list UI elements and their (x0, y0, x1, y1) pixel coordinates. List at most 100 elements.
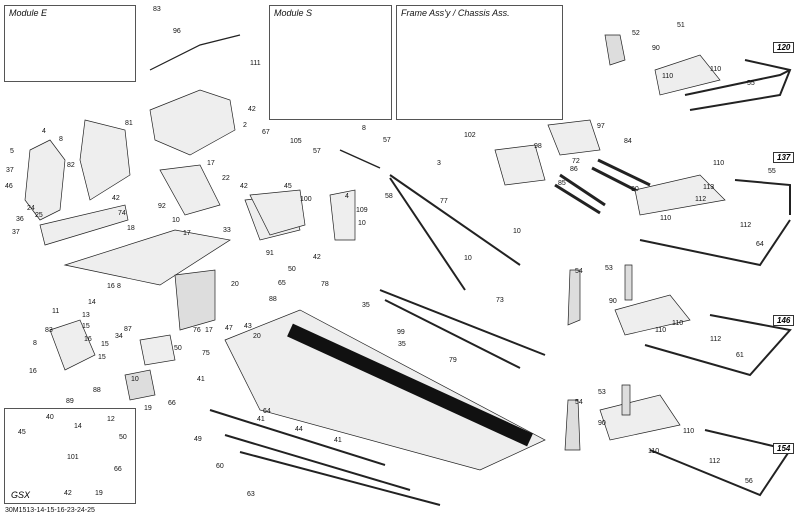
callout: 81 (125, 120, 133, 127)
callout: 42 (248, 106, 256, 113)
callout: 88 (269, 296, 277, 303)
callout: 101 (67, 454, 79, 461)
callout: 10 (358, 220, 366, 227)
callout: 89 (66, 398, 74, 405)
callout: 105 (290, 138, 302, 145)
callout: 37 (12, 229, 20, 236)
callout: 36 (16, 216, 24, 223)
callout: 110 (660, 215, 672, 222)
version-120: 120 (773, 42, 795, 53)
callout: 90 (631, 186, 639, 193)
module-e-title: Module E (9, 8, 48, 18)
frame-chassis-title: Frame Ass'y / Chassis Ass. (401, 8, 510, 18)
callout: 78 (321, 281, 329, 288)
callout: 17 (207, 160, 215, 167)
callout: 41 (334, 437, 342, 444)
callout: 34 (115, 333, 123, 340)
callout: 44 (295, 426, 303, 433)
callout: 41 (257, 416, 265, 423)
callout: 15 (101, 341, 109, 348)
gsx-box: GSX (4, 408, 136, 504)
version-137: 137 (773, 152, 795, 163)
callout: 15 (82, 323, 90, 330)
diagram-code: 30M1513-14-15-16-23-24-25 (5, 507, 95, 514)
callout: 22 (222, 175, 230, 182)
callout: 16 (107, 283, 115, 290)
callout: 8 (59, 136, 63, 143)
callout: 45 (18, 429, 26, 436)
callout: 60 (216, 463, 224, 470)
callout: 43 (244, 323, 252, 330)
callout: 96 (173, 28, 181, 35)
callout: 83 (45, 327, 53, 334)
callout: 57 (383, 137, 391, 144)
callout: 77 (440, 198, 448, 205)
callout: 41 (197, 376, 205, 383)
callout: 42 (240, 183, 248, 190)
callout: 10 (464, 255, 472, 262)
callout: 46 (5, 183, 13, 190)
callout: 112 (710, 336, 722, 343)
callout: 49 (194, 436, 202, 443)
callout: 112 (709, 458, 721, 465)
callout: 42 (64, 490, 72, 497)
callout: 45 (284, 183, 292, 190)
callout: 10 (131, 376, 139, 383)
callout: 99 (397, 329, 405, 336)
callout: 14 (88, 299, 96, 306)
module-s-title: Module S (274, 8, 313, 18)
module-s-box: Module S (269, 5, 392, 120)
callout: 18 (127, 225, 135, 232)
callout: 11 (52, 308, 60, 315)
callout: 8 (362, 125, 366, 132)
gsx-title: GSX (11, 490, 31, 500)
callout: 86 (570, 166, 578, 173)
callout: 51 (677, 22, 685, 29)
callout: 109 (356, 207, 368, 214)
callout: 65 (278, 280, 286, 287)
callout: 110 (713, 160, 725, 167)
callout: 57 (313, 148, 321, 155)
callout: 63 (247, 491, 255, 498)
callout: 25 (35, 212, 43, 219)
callout: 35 (362, 302, 370, 309)
callout: 66 (114, 466, 122, 473)
callout: 91 (266, 250, 274, 257)
callout: 82 (67, 162, 75, 169)
callout: 88 (93, 387, 101, 394)
callout: 110 (662, 73, 674, 80)
callout: 47 (225, 325, 233, 332)
callout: 17 (205, 327, 213, 334)
callout: 4 (42, 128, 46, 135)
callout: 100 (300, 196, 312, 203)
callout: 79 (449, 357, 457, 364)
callout: 35 (398, 341, 406, 348)
callout: 58 (385, 193, 393, 200)
callout: 8 (117, 283, 121, 290)
callout: 5 (10, 148, 14, 155)
callout: 33 (223, 227, 231, 234)
callout: 55 (747, 80, 755, 87)
callout: 40 (46, 414, 54, 421)
callout: 53 (598, 389, 606, 396)
callout: 20 (253, 333, 261, 340)
callout: 97 (597, 123, 605, 130)
callout: 90 (652, 45, 660, 52)
callout: 14 (74, 423, 82, 430)
callout: 42 (112, 195, 120, 202)
callout: 20 (231, 281, 239, 288)
callout: 76 (193, 327, 201, 334)
callout: 84 (624, 138, 632, 145)
callout: 52 (632, 30, 640, 37)
callout: 50 (174, 345, 182, 352)
callout: 87 (124, 326, 132, 333)
callout: 54 (575, 399, 583, 406)
callout: 64 (756, 241, 764, 248)
callout: 4 (345, 193, 349, 200)
callout: 72 (572, 158, 580, 165)
callout: 37 (6, 167, 14, 174)
callout: 110 (710, 66, 722, 73)
module-e-box: Module E (4, 5, 136, 82)
callout: 75 (202, 350, 210, 357)
